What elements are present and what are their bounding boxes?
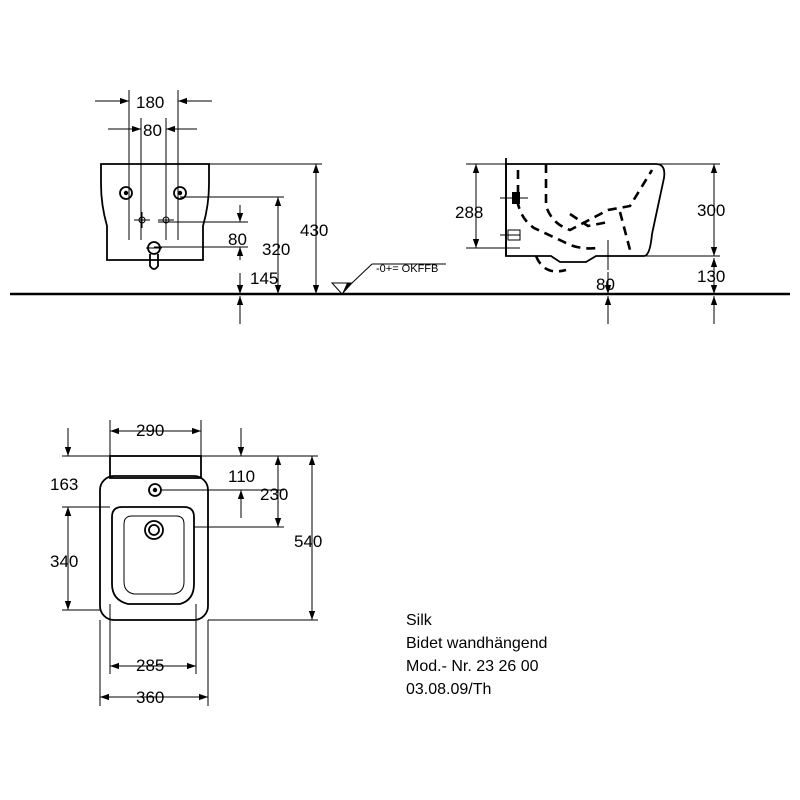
plan-dim-230: 230 — [260, 485, 288, 504]
side-water-inlet — [500, 229, 521, 241]
front-connection-marks — [134, 212, 174, 228]
side-view: 288 300 130 80 — [455, 158, 725, 324]
plan-dim-285: 285 — [136, 656, 164, 675]
front-mount-hole-left — [119, 186, 133, 200]
plan-inner-bowl — [111, 506, 195, 605]
front-drain — [146, 241, 162, 270]
plan-outer-bowl — [99, 475, 209, 621]
front-mount-hole-right — [173, 186, 187, 200]
front-dim-80-top: 80 — [143, 121, 162, 140]
front-dim-320: 320 — [262, 240, 290, 259]
plan-dim-110: 110 — [228, 467, 255, 486]
plan-dim-340: 340 — [50, 552, 78, 571]
side-dim-300: 300 — [697, 201, 725, 220]
plan-view: 290 110 230 540 163 340 285 360 — [50, 420, 322, 707]
product-model-number: Mod.- Nr. 23 26 00 — [406, 658, 539, 675]
side-dim-288: 288 — [455, 203, 483, 222]
side-dim-130: 130 — [697, 267, 725, 286]
product-series: Silk — [406, 612, 432, 629]
floor-reference-label: -0+= OKFFB — [376, 263, 438, 275]
plan-wall-plate — [109, 455, 202, 479]
side-fixing-bolt — [500, 192, 528, 204]
drawing-date: 03.08.09/Th — [406, 681, 492, 698]
plan-dim-290: 290 — [136, 421, 164, 440]
front-view-outline — [100, 163, 210, 261]
plan-dim-163: 163 — [50, 475, 78, 494]
front-dim-80-side: 80 — [228, 230, 247, 249]
floor-reference-symbol: -0+= OKFFB — [330, 263, 446, 295]
plan-dim-360: 360 — [136, 688, 164, 707]
plan-drain — [144, 520, 164, 540]
front-dim-430: 430 — [300, 221, 328, 240]
product-info-block: Silk Bidet wandhängend Mod.- Nr. 23 26 0… — [406, 609, 547, 701]
plan-dim-540: 540 — [294, 532, 322, 551]
front-dim-180: 180 — [136, 93, 164, 112]
front-view: 180 80 80 320 430 145 — [95, 90, 328, 324]
side-view-outline — [505, 163, 666, 263]
side-dim-80: 80 — [596, 275, 615, 294]
front-dim-145: 145 — [250, 269, 278, 288]
product-name: Bidet wandhängend — [406, 635, 548, 652]
plan-tap-hole — [148, 483, 162, 497]
